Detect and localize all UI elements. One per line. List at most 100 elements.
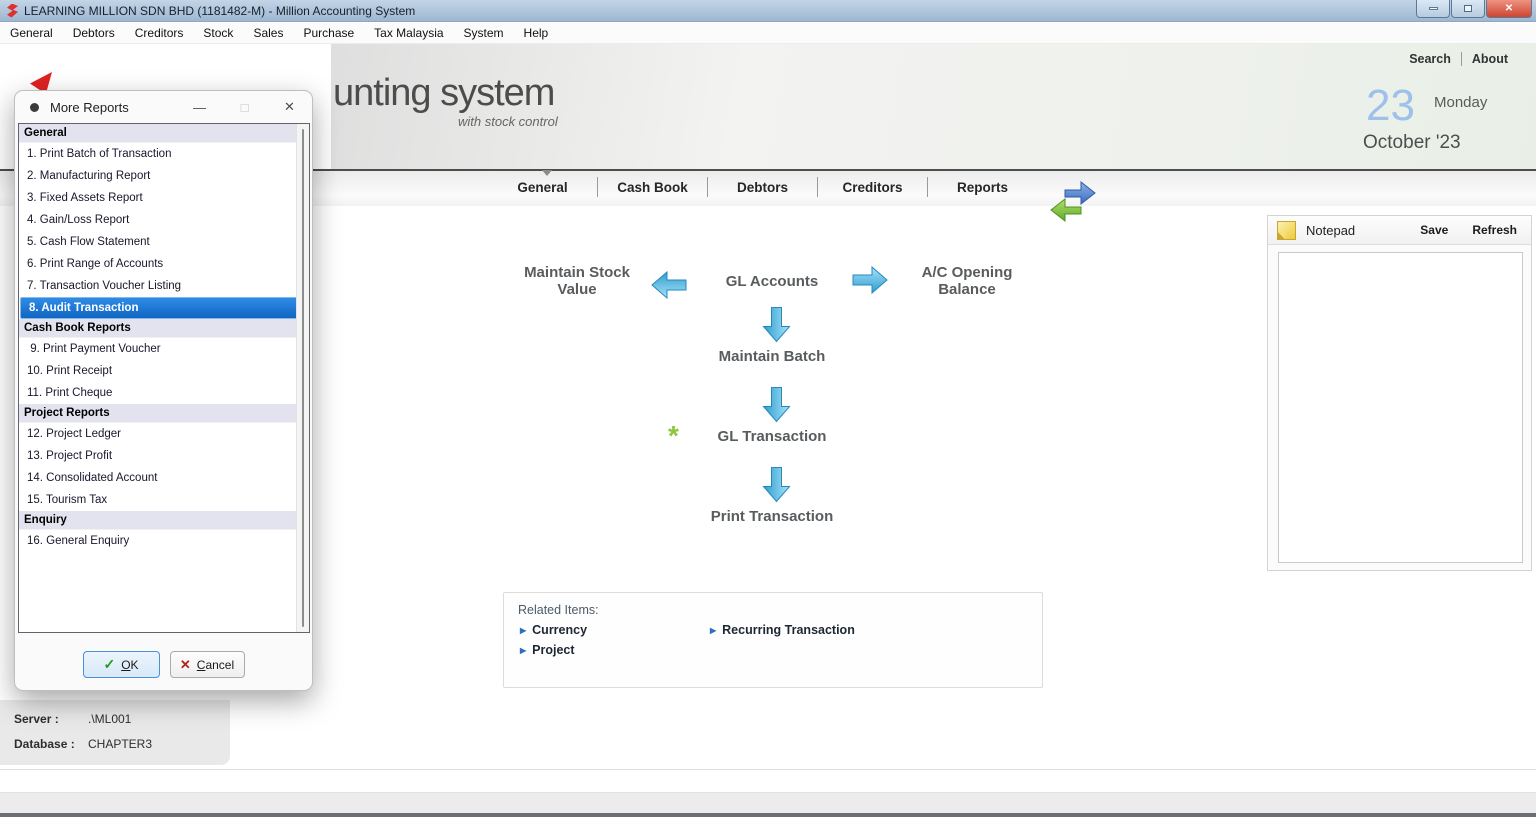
dialog-title-bar[interactable]: More Reports — □ ✕ — [15, 91, 312, 123]
tab-divider — [707, 177, 708, 197]
tab-creditors[interactable]: Creditors — [842, 179, 903, 195]
ok-button-label: OK — [121, 657, 139, 672]
cancel-button[interactable]: ✕ Cancel — [169, 651, 245, 678]
app-logo-subtext: with stock control — [458, 114, 558, 129]
menu-debtors[interactable]: Debtors — [72, 26, 115, 40]
menu-general[interactable]: General — [10, 26, 53, 40]
app-logo-icon — [7, 3, 18, 18]
tab-divider — [927, 177, 928, 197]
menu-help[interactable]: Help — [523, 26, 549, 40]
list-item[interactable]: 12. Project Ledger — [27, 428, 121, 440]
menu-stock[interactable]: Stock — [203, 26, 234, 40]
ok-button[interactable]: ✓ OK — [82, 651, 160, 678]
list-item[interactable]: 3. Fixed Assets Report — [27, 192, 143, 204]
close-icon: ✕ — [1504, 3, 1514, 14]
cancel-button-label: Cancel — [196, 657, 235, 672]
flow-node-gl-accounts[interactable]: GL Accounts — [725, 273, 819, 290]
flow-node-gl-transaction[interactable]: GL Transaction — [717, 428, 827, 445]
restore-button[interactable] — [1451, 0, 1485, 18]
status-bar-edge — [0, 813, 1536, 817]
about-link[interactable]: About — [1471, 52, 1508, 66]
list-section-header: Project Reports — [19, 404, 309, 423]
menu-creditors[interactable]: Creditors — [134, 26, 184, 40]
arrow-down-icon — [758, 467, 791, 503]
flow-node-maintain-batch[interactable]: Maintain Batch — [718, 348, 826, 365]
list-item[interactable]: 2. Manufacturing Report — [27, 170, 151, 182]
arrow-left-icon — [651, 266, 687, 300]
status-bar — [0, 792, 1536, 814]
more-reports-dialog: More Reports — □ ✕ General 1. Print Batc… — [14, 90, 313, 691]
menu-bar: General Debtors Creditors Stock Sales Pu… — [0, 23, 1536, 44]
tab-divider — [597, 177, 598, 197]
reports-listbox: General 1. Print Batch of Transaction 2.… — [18, 123, 310, 633]
date-month-year: October '23 — [1363, 132, 1461, 153]
list-scrollbar-thumb[interactable] — [302, 129, 304, 627]
list-item[interactable]: 11. Print Cheque — [27, 387, 113, 399]
list-item[interactable]: 13. Project Profit — [27, 450, 113, 462]
date-weekday: Monday — [1434, 94, 1488, 111]
notepad-save-button[interactable]: Save — [1420, 223, 1449, 237]
related-items-title: Related Items: — [518, 603, 599, 617]
active-tab-caret-icon — [542, 170, 552, 176]
flow-node-maintain-stock-value[interactable]: Maintain Stock Value — [524, 264, 630, 298]
x-icon: ✕ — [179, 656, 191, 672]
tab-reports[interactable]: Reports — [956, 179, 1008, 195]
list-item[interactable]: 4. Gain/Loss Report — [27, 214, 130, 226]
server-value: .\ML001 — [88, 712, 132, 726]
dialog-bullet-icon — [30, 102, 39, 112]
tab-cash-book[interactable]: Cash Book — [617, 179, 688, 195]
related-item-recurring-transaction[interactable]: Recurring Transaction — [710, 623, 855, 637]
list-item[interactable]: 10. Print Receipt — [27, 365, 113, 377]
list-section-header: Cash Book Reports — [19, 319, 309, 338]
list-section-header: General — [19, 124, 309, 143]
notepad-refresh-button[interactable]: Refresh — [1472, 223, 1517, 237]
horizontal-divider — [0, 769, 1536, 770]
list-item[interactable]: 5. Cash Flow Statement — [27, 236, 150, 248]
search-link[interactable]: Search — [1409, 52, 1451, 66]
menu-purchase[interactable]: Purchase — [303, 26, 355, 40]
related-items-panel: Related Items: Currency Project Recurrin… — [503, 592, 1043, 688]
list-item[interactable]: 6. Print Range of Accounts — [27, 258, 164, 270]
notepad-textarea[interactable] — [1278, 252, 1523, 563]
list-item[interactable]: 7. Transaction Voucher Listing — [27, 280, 182, 292]
window-title: LEARNING MILLION SDN BHD (1181482-M) - M… — [24, 3, 416, 18]
minimize-icon — [1428, 7, 1438, 10]
dialog-minimize-button[interactable]: — — [193, 99, 206, 115]
list-scrollbar[interactable] — [296, 124, 309, 632]
swap-arrows-icon[interactable] — [1050, 179, 1096, 232]
arrow-right-icon — [852, 265, 888, 299]
list-item[interactable]: 9. Print Payment Voucher — [27, 343, 161, 355]
tab-divider — [817, 177, 818, 197]
dialog-title: More Reports — [50, 99, 129, 115]
tab-debtors[interactable]: Debtors — [736, 179, 788, 195]
minimize-button[interactable] — [1416, 0, 1450, 18]
tab-general[interactable]: General — [517, 179, 568, 195]
current-step-asterisk-icon: * — [668, 420, 679, 451]
sticky-note-icon — [1277, 220, 1296, 240]
list-item[interactable]: 16. General Enquiry — [27, 535, 130, 547]
header-link-divider — [1460, 52, 1462, 66]
related-item-currency[interactable]: Currency — [520, 623, 587, 637]
window-title-bar: LEARNING MILLION SDN BHD (1181482-M) - M… — [0, 0, 1536, 22]
flow-node-print-transaction[interactable]: Print Transaction — [710, 508, 834, 525]
arrow-down-icon — [758, 387, 791, 423]
database-label: Database : — [14, 737, 75, 751]
arrow-down-icon — [758, 307, 791, 343]
menu-sales[interactable]: Sales — [253, 26, 284, 40]
check-icon: ✓ — [103, 656, 116, 672]
database-value: CHAPTER3 — [88, 737, 153, 751]
flow-node-ac-opening-balance[interactable]: A/C Opening Balance — [921, 264, 1013, 298]
list-item[interactable]: 1. Print Batch of Transaction — [27, 148, 172, 160]
list-item[interactable]: 15. Tourism Tax — [27, 494, 108, 506]
close-button[interactable]: ✕ — [1486, 0, 1532, 18]
menu-tax-malaysia[interactable]: Tax Malaysia — [374, 26, 444, 40]
list-item-selected[interactable]: 8. Audit Transaction — [20, 297, 308, 319]
dialog-close-button[interactable]: ✕ — [284, 99, 295, 114]
related-item-project[interactable]: Project — [520, 643, 574, 657]
app-logo-text: unting system — [333, 72, 555, 114]
dialog-maximize-button: □ — [240, 99, 249, 115]
notepad-title: Notepad — [1306, 222, 1356, 238]
menu-system[interactable]: System — [463, 26, 504, 40]
restore-icon — [1464, 5, 1472, 12]
list-item[interactable]: 14. Consolidated Account — [27, 472, 158, 484]
